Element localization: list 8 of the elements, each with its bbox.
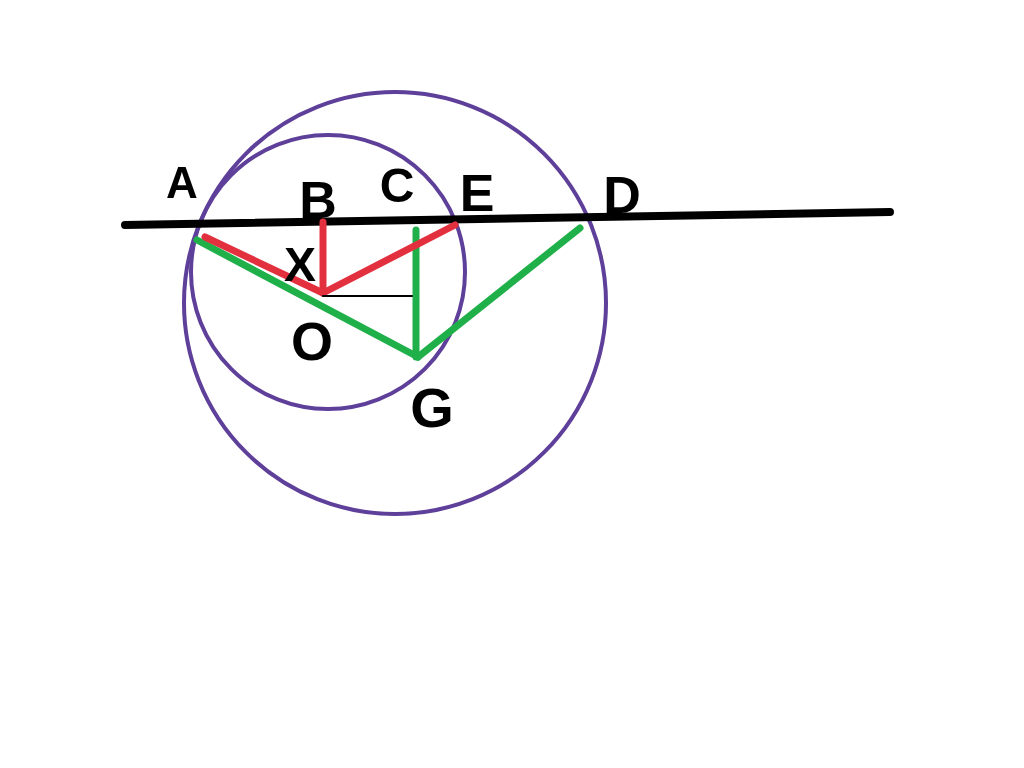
point-label: A [166,161,198,205]
point-label: B [299,174,337,226]
point-label: C [379,162,415,210]
point-label: O [291,314,333,368]
point-label: G [410,380,454,436]
point-label: X [284,241,316,289]
point-label: E [459,167,495,219]
point-label: D [603,169,641,221]
